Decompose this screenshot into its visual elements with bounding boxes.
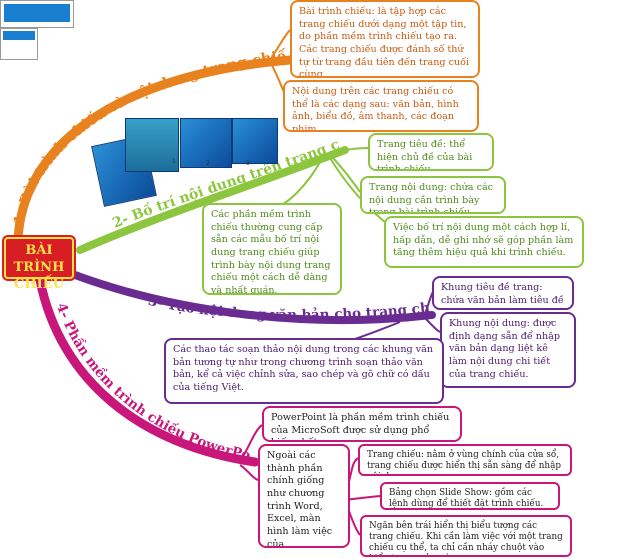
node-2c: Việc bố trí nội dung một cách hợp lí, hấ…: [384, 216, 584, 268]
central-topic: BÀI TRÌNH CHIẾU: [4, 237, 74, 279]
slide-thumbnail-4: [232, 118, 278, 164]
node-2a: Trang tiêu đề: thể hiện chủ đề của bài t…: [368, 133, 494, 171]
node-4d: Bảng chọn Slide Show: gồm các lệnh dùng …: [380, 482, 560, 510]
connector-4b: [240, 465, 258, 480]
node-3a: Khung tiêu đề trang: chứa văn bản làm ti…: [432, 276, 574, 310]
node-3c: Các thao tác soạn thảo nội dung trong cá…: [164, 338, 444, 404]
node-4c: Trang chiếu: nằm ở vùng chính của cửa sổ…: [358, 444, 572, 476]
node-1a: Bài trình chiếu: là tập hợp các trang ch…: [290, 0, 480, 78]
connector-3b: [425, 318, 440, 332]
slide-number: 3: [246, 160, 250, 167]
node-2d: Các phần mềm trình chiếu thường cung cấp…: [202, 203, 342, 295]
node-3b: Khung nội dung: được định dạng sẵn để nh…: [440, 312, 576, 388]
node-4a: PowerPoint là phần mềm trình chiếu của M…: [262, 406, 462, 442]
slide-number: 1: [172, 158, 176, 165]
slide-thumbnail-2: [125, 118, 179, 172]
node-4b: Ngoài các thành phần chính giống như chư…: [258, 444, 350, 548]
node-2b: Trang nội dung: chứa các nội dung cần tr…: [360, 176, 506, 214]
connector-4d: [345, 496, 380, 500]
slide-number: 2: [206, 160, 210, 167]
node-1b: Nội dung trên các trang chiếu có thể là …: [283, 80, 479, 132]
node-4e: Ngăn bên trái hiển thị biểu tượng các tr…: [360, 515, 572, 557]
connector-2b: [330, 155, 360, 192]
central-topic-label: BÀI TRÌNH CHIẾU: [14, 243, 65, 292]
